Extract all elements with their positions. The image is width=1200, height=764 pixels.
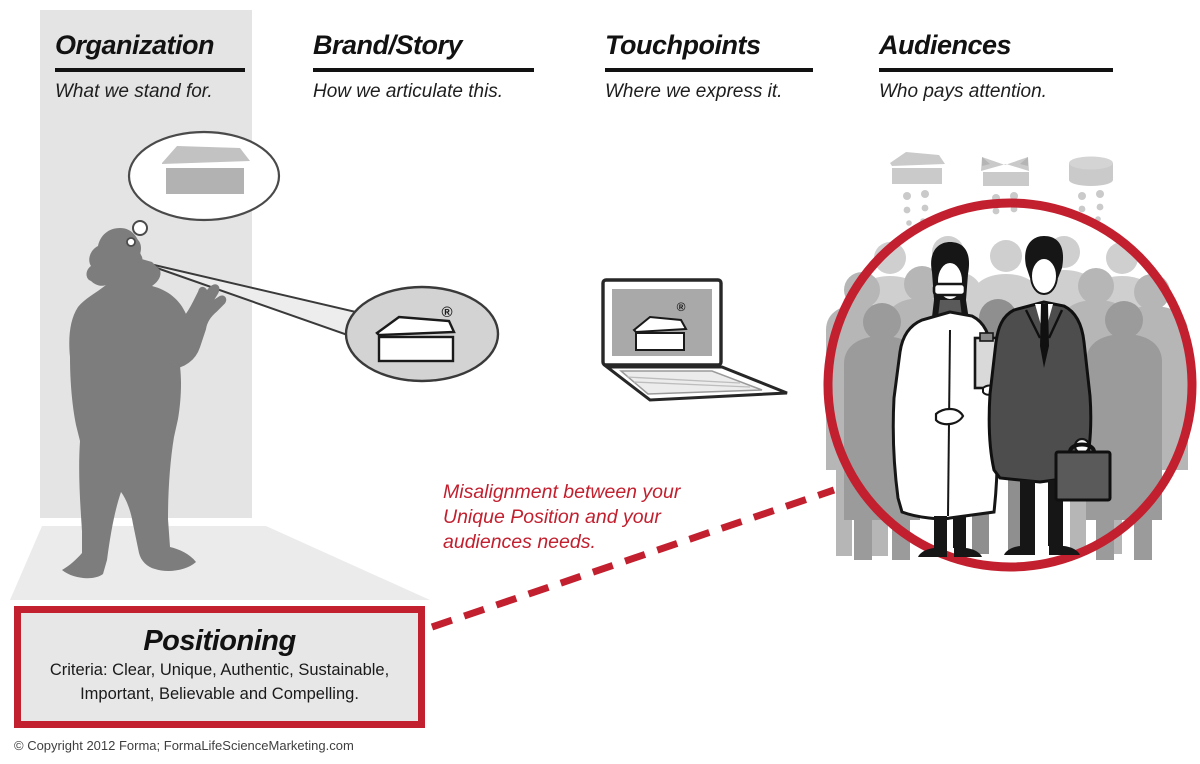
briefcase-icon (1054, 437, 1112, 502)
column-underline (313, 68, 534, 72)
misalignment-annotation: Misalignment between your Unique Positio… (443, 480, 680, 555)
column-underline (605, 68, 813, 72)
organization-person-silhouette (62, 228, 227, 579)
audience-needs-icons (890, 152, 1113, 226)
annotation-line: audiences needs. (443, 531, 596, 553)
thought-bubble-icon (126, 130, 281, 247)
column-header-audiences: Audiences Who pays attention. (879, 30, 1113, 103)
positioning-criteria: Criteria: Clear, Unique, Authentic, Sust… (49, 661, 390, 679)
product-box-icon (162, 146, 250, 194)
cylinder-need-icon (1069, 156, 1113, 224)
column-title: Audiences (879, 30, 1012, 60)
registered-symbol: ® (441, 304, 452, 321)
column-subtitle: How we articulate this. (313, 81, 504, 102)
column-subtitle: Who pays attention. (879, 81, 1047, 102)
column-title: Brand/Story (313, 30, 463, 60)
registered-symbol: ® (677, 300, 686, 314)
column-header-touchpoints: Touchpoints Where we express it. (605, 30, 813, 103)
copyright-notice: © Copyright 2012 Forma; FormaLifeScience… (14, 738, 354, 753)
safety-goggles-icon (932, 282, 967, 297)
annotation-line: Misalignment between your (443, 481, 681, 503)
dashed-connector (430, 486, 836, 631)
positioning-box: Positioning Criteria: Clear, Unique, Aut… (14, 606, 425, 728)
speech-bubble-icon: ® (344, 285, 500, 383)
scientist-figure (891, 242, 1000, 557)
column-subtitle: What we stand for. (55, 81, 213, 102)
column-header-organization: Organization What we stand for. (55, 30, 245, 103)
column-underline (55, 68, 245, 72)
annotation-line: Unique Position and your (443, 506, 661, 528)
column-title: Touchpoints (605, 30, 761, 60)
column-subtitle: Where we express it. (605, 81, 783, 102)
laptop-icon: ® (601, 278, 788, 402)
misalignment-circle (823, 198, 1197, 572)
businessman-figure (987, 236, 1112, 555)
registered-product-icon: ® (375, 304, 456, 363)
crossed-box-need-icon (981, 157, 1029, 215)
flat-box-need-icon (890, 152, 945, 226)
registered-product-on-screen-icon: ® (632, 300, 688, 351)
column-underline (879, 68, 1113, 72)
positioning-criteria: Important, Believable and Compelling. (80, 685, 359, 703)
column-header-brand-story: Brand/Story How we articulate this. (313, 30, 534, 103)
positioning-title: Positioning (143, 625, 296, 657)
column-title: Organization (55, 30, 215, 60)
